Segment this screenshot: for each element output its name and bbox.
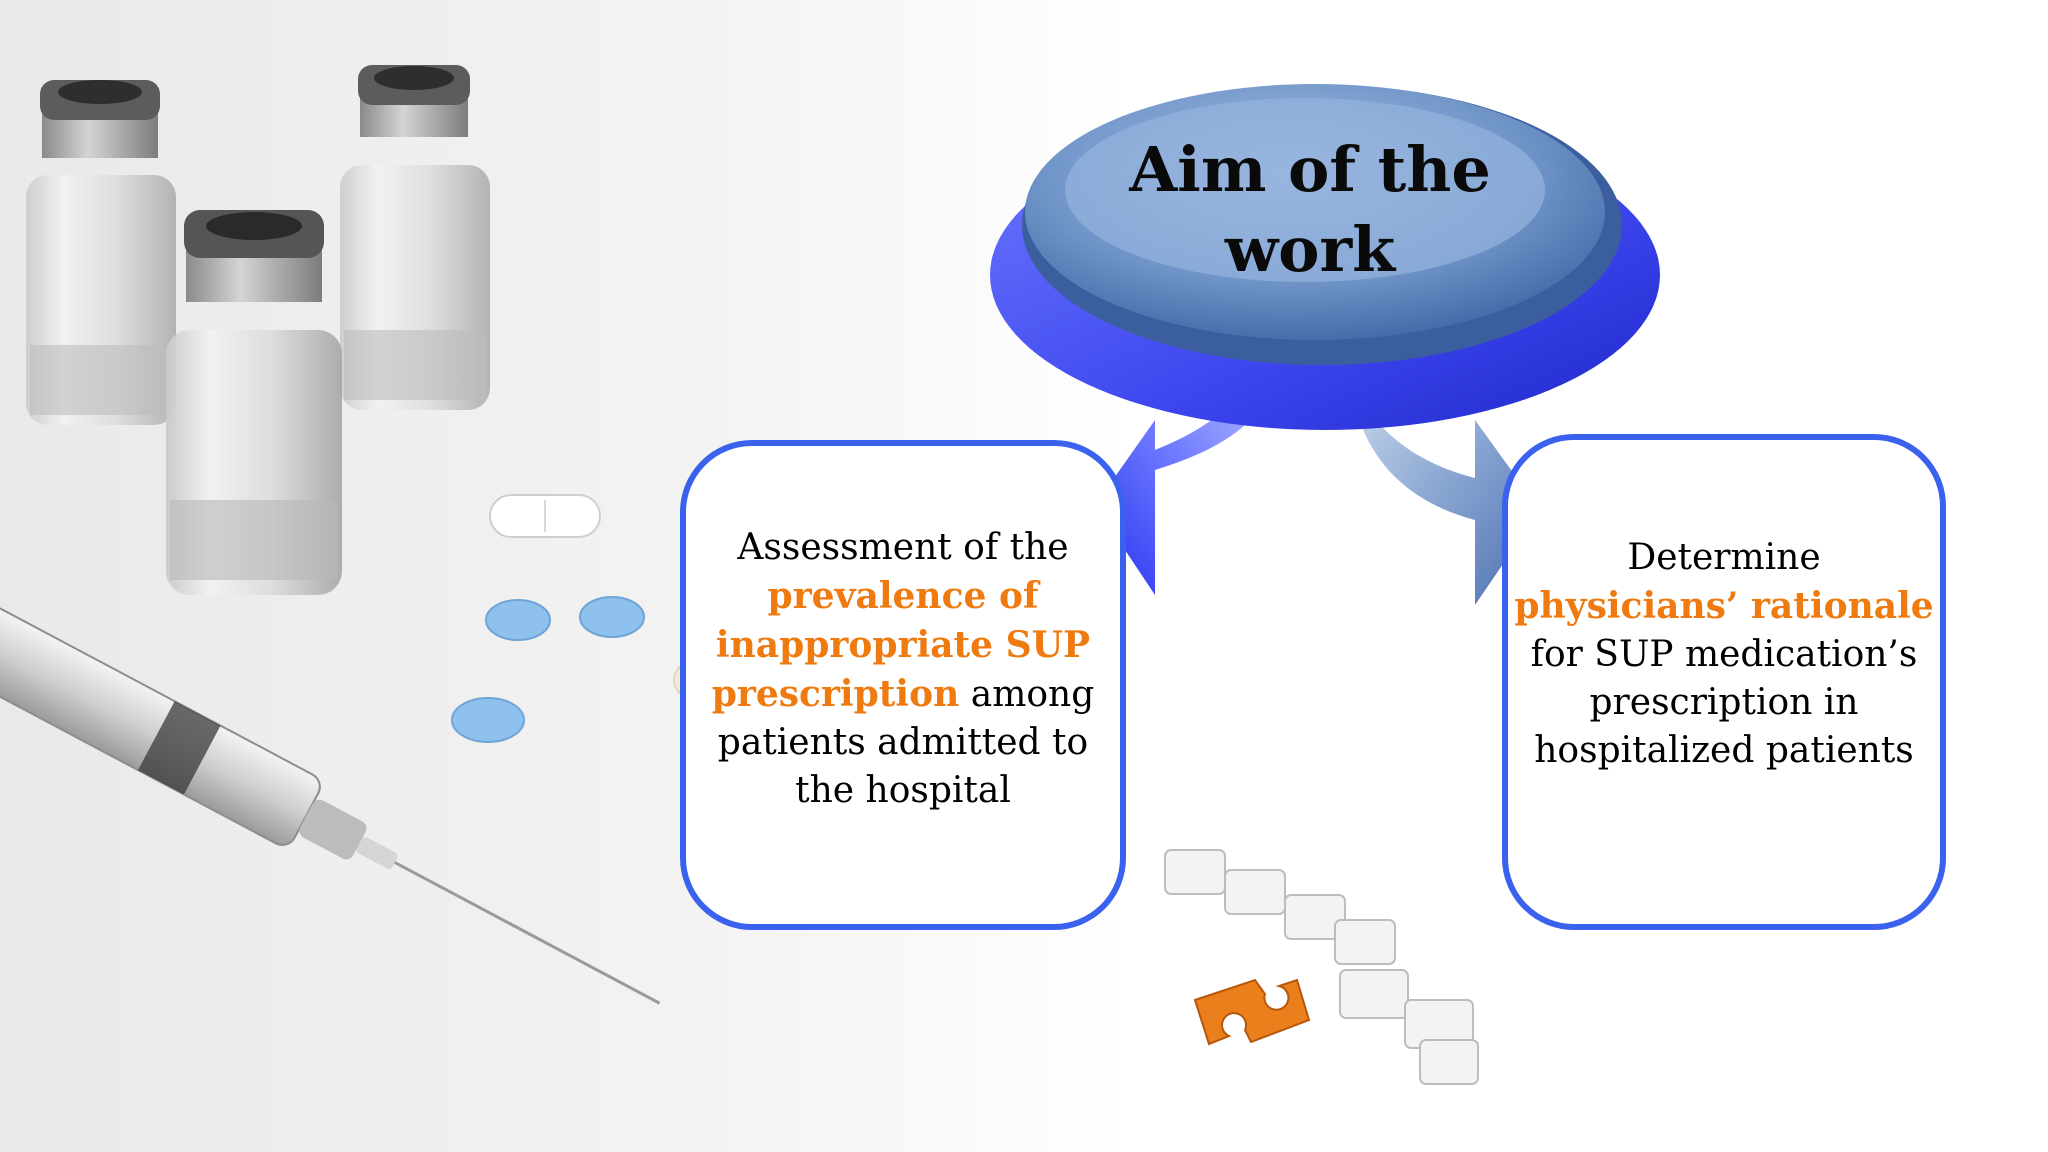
aim-box-right: Determine physicians’ rationale for SUP … xyxy=(1502,434,1946,930)
aim-box-left: Assessment of the prevalence of inapprop… xyxy=(680,440,1126,930)
aim-right-highlight: physicians’ rationale xyxy=(1514,585,1934,627)
vial-back-left xyxy=(26,80,176,425)
title: Aim of the work xyxy=(1090,130,1530,290)
syringe xyxy=(0,606,661,1005)
aim-right-text-before: Determine xyxy=(1627,537,1821,578)
aim-left-highlight: prevalence of inappropriate SUP prescrip… xyxy=(711,575,1091,715)
aim-left-text-before: Assessment of the xyxy=(737,527,1069,568)
title-line-1: Aim of the xyxy=(1129,133,1491,206)
vial-back-right xyxy=(340,65,490,410)
aim-box-left-text: Assessment of the prevalence of inapprop… xyxy=(704,524,1102,815)
arrow-right xyxy=(1335,345,1540,605)
vial-front xyxy=(166,210,342,595)
title-oval xyxy=(990,84,1660,430)
title-line-2: work xyxy=(1224,213,1396,286)
aim-left-text-after: among patients admitted to the hospital xyxy=(717,674,1095,811)
puzzle-pieces xyxy=(1164,849,1479,1085)
aim-right-text-after: for SUP medication’s prescription in hos… xyxy=(1530,634,1918,771)
aim-box-right-text: Determine physicians’ rationale for SUP … xyxy=(1514,534,1934,775)
